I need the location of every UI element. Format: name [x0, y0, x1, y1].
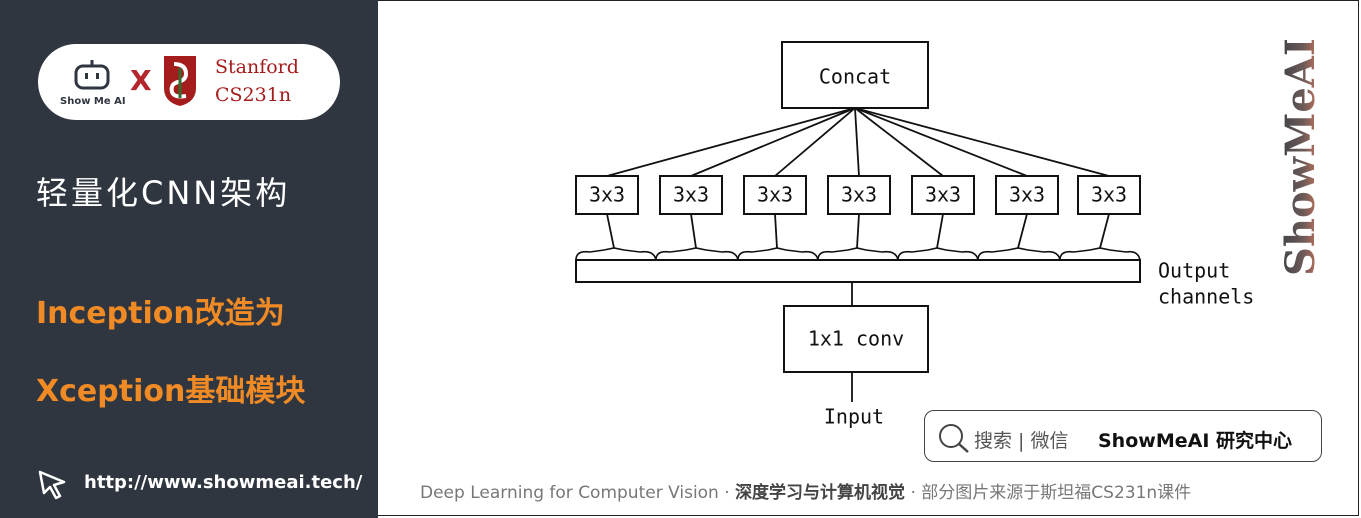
conv3x3-label-5: 3x3 — [925, 183, 961, 207]
page-title: 轻量化CNN架构 — [36, 174, 291, 212]
section-subtitle-line2: Xception基础模块 — [36, 374, 306, 409]
conv3x3-box-5 — [911, 175, 975, 215]
conv3x3-box-4 — [827, 175, 891, 215]
section-subtitle-line1: Inception改造为 — [36, 296, 285, 331]
pointwise-conv-label: 1x1 conv — [808, 327, 904, 351]
conv3x3-label-3: 3x3 — [757, 183, 793, 207]
stanford-seal-icon — [164, 56, 196, 106]
partner-name: Stanford — [215, 56, 299, 78]
footer-credit: 部分图片来源于斯坦福CS231n课件 — [921, 483, 1192, 503]
footer-series: 深度学习与计算机视觉 — [735, 483, 906, 503]
conv3x3-box-1 — [575, 175, 639, 215]
channel-braces — [575, 247, 1141, 261]
search-icon — [939, 424, 969, 453]
collab-x-mark: X — [130, 64, 152, 97]
conv3x3-label-4: 3x3 — [841, 183, 877, 207]
pointwise-conv-box — [783, 305, 929, 373]
conv3x3-boxes: 3x3 3x3 3x3 3x3 3x3 3x3 3x3 — [575, 175, 1141, 215]
conv3x3-label-6: 3x3 — [1009, 183, 1045, 207]
conv3x3-label-2: 3x3 — [673, 183, 709, 207]
showmeai-brand-text: Show Me AI — [60, 96, 126, 107]
showmeai-watermark: ShowMeAI — [1278, 40, 1324, 276]
conv3x3-box-6 — [995, 175, 1059, 215]
concat-connections — [606, 107, 1110, 177]
search-brand: ShowMeAI 研究中心 — [1098, 430, 1292, 452]
concat-label: Concat — [819, 65, 891, 89]
footer-separator: · — [724, 483, 736, 503]
footer: Deep Learning for Computer Vision · 深度学习… — [420, 478, 1191, 503]
watermark-text: ShowMeAI — [1278, 40, 1324, 276]
output-channels-bar — [575, 259, 1141, 283]
conv3x3-label-1: 3x3 — [589, 183, 625, 207]
showmeai-robot-icon — [74, 60, 110, 90]
output-channels-label-line1: Output — [1158, 259, 1230, 283]
conv3x3-box-3 — [743, 175, 807, 215]
search-badge[interactable] — [924, 410, 1322, 462]
channel-stems — [606, 213, 1110, 249]
output-channels-label-line2: channels — [1158, 285, 1254, 309]
partner-course: CS231n — [215, 84, 292, 106]
website-link[interactable]: http://www.showmeai.tech/ — [84, 472, 363, 493]
input-label: Input — [824, 405, 884, 429]
xception-module-diagram: Concat 3x3 3x3 3x3 3x3 3x3 3x3 3x3 — [575, 41, 1254, 429]
concat-box — [781, 41, 929, 109]
search-label: 搜索 | 微信 — [974, 430, 1069, 452]
content-frame — [378, 0, 1359, 516]
footer-separator: · — [910, 483, 922, 503]
conv3x3-label-7: 3x3 — [1091, 183, 1127, 207]
footer-course: Deep Learning for Computer Vision — [420, 483, 719, 503]
cursor-click-icon — [38, 470, 66, 500]
